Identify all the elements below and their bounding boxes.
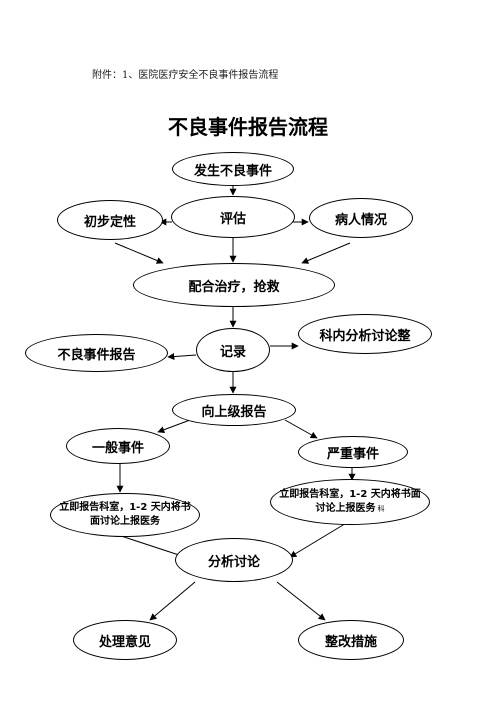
node-handling-opinion: 处理意见: [73, 620, 177, 660]
arrow-up-serious: [284, 419, 318, 439]
arrow-analyze-handle: [149, 581, 196, 621]
node-serious-event: 严重事件: [298, 436, 408, 468]
node-serious-report-instruction: 立即报告科室，1-2 天内将书面讨论上报医务科: [270, 479, 430, 525]
node-analyze-discuss: 分析讨论: [175, 538, 293, 582]
node-rectification-measures: 整改措施: [298, 620, 404, 660]
page-title: 不良事件报告流程: [168, 115, 328, 139]
arrow-patient-treat: [301, 242, 351, 264]
node-patient-condition: 病人情况: [309, 198, 413, 238]
node-report-superior: 向上级报告: [172, 394, 296, 426]
node-initial-judgment: 初步定性: [57, 200, 163, 240]
arrow-record-report: [167, 353, 197, 361]
node-assess: 评估: [171, 196, 295, 238]
node-treatment-rescue: 配合治疗，抢救: [133, 263, 335, 307]
arrow-up-general: [157, 419, 191, 434]
node-occur-event: 发生不良事件: [172, 152, 294, 186]
arrow-initial-treat: [114, 242, 164, 264]
node-dept-analysis: 科内分析讨论整: [298, 314, 432, 354]
attachment-caption: 附件：1、医院医疗安全不良事件报告流程: [92, 70, 279, 81]
arrow-greport-analyze: [117, 534, 186, 559]
arrow-analyze-rectify: [276, 581, 326, 621]
node-record: 记录: [196, 328, 270, 372]
node-general-event: 一般事件: [66, 428, 170, 464]
arrow-sreport-analyze: [289, 521, 349, 558]
node-general-report-instruction: 立即报告科室，1-2 天内将书面讨论上报医务: [50, 493, 200, 537]
node-adverse-event-report: 不良事件报告: [25, 334, 168, 372]
